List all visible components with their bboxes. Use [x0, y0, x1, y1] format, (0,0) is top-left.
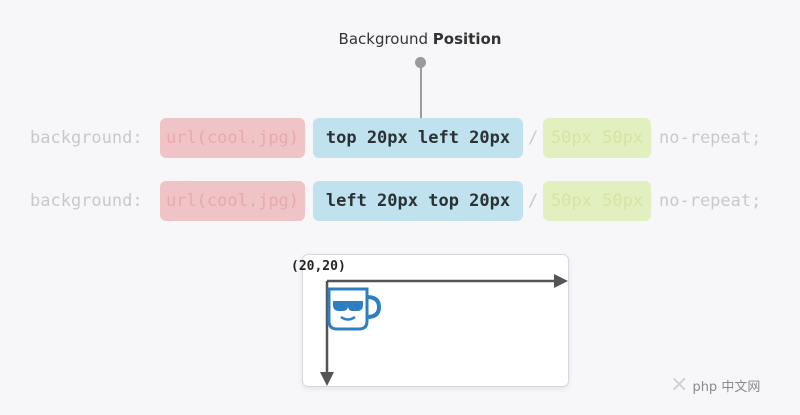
code-line-2: background: url(cool.jpg) left 20px top …: [0, 181, 800, 221]
url-pill: url(cool.jpg): [160, 118, 305, 158]
url-pill: url(cool.jpg): [160, 181, 305, 221]
size-pill: 50px 50px: [543, 181, 651, 221]
size-pill: 50px 50px: [543, 118, 651, 158]
watermark: ×php 中文网: [670, 372, 760, 397]
diagram-title: Background Position: [0, 30, 800, 48]
code-line-1: background: url(cool.jpg) top 20px left …: [0, 118, 800, 158]
repeat-text: no-repeat;: [659, 191, 762, 211]
title-prefix: Background: [338, 30, 433, 48]
slash: /: [528, 128, 539, 148]
code-prefix: background:: [30, 128, 143, 148]
watermark-text: php 中文网: [692, 380, 761, 395]
title-bold: Position: [432, 30, 502, 48]
watermark-logo: ×: [670, 372, 689, 397]
pin-connector: [419, 66, 422, 120]
code-prefix: background:: [30, 191, 143, 211]
arrow-x-icon: [327, 274, 568, 288]
origin-label: (20,20): [291, 259, 346, 274]
position-pill: top 20px left 20px: [313, 118, 523, 158]
position-pill: left 20px top 20px: [313, 181, 523, 221]
arrow-y-icon: [320, 281, 334, 386]
slash: /: [528, 191, 539, 211]
repeat-text: no-repeat;: [659, 128, 762, 148]
mug-icon: [327, 287, 382, 331]
pin-icon: [415, 57, 426, 68]
